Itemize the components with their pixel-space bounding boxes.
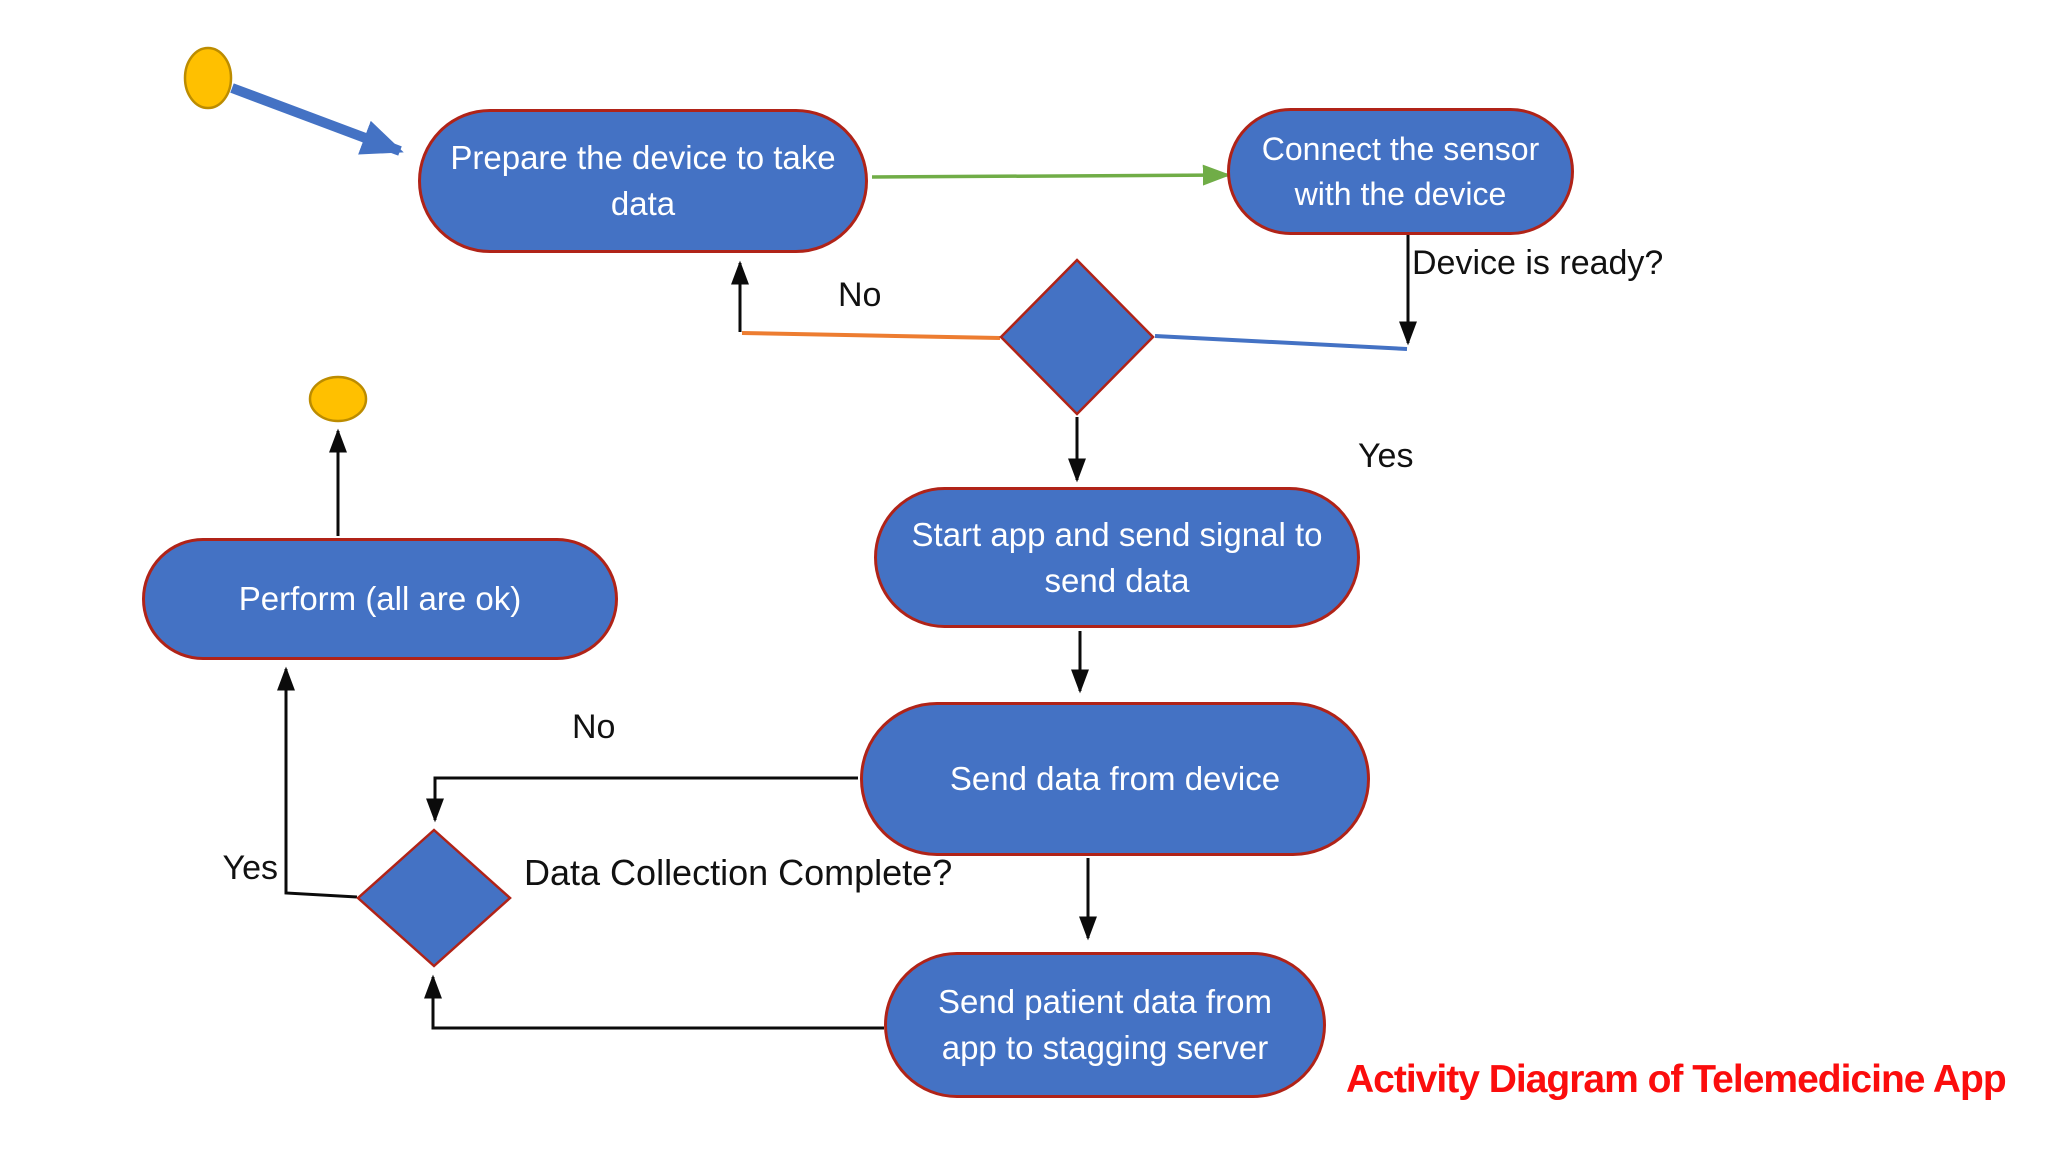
label-device-ready: Device is ready? xyxy=(1412,244,1664,282)
diagram-title: Activity Diagram of Telemedicine App xyxy=(1346,1058,2007,1101)
label-yes-left: Yes xyxy=(222,849,278,887)
end-node xyxy=(308,375,368,423)
arrow-yes-to-perform xyxy=(277,666,358,899)
node-start-app: Start app and send signal to send data xyxy=(874,487,1360,628)
label-no-bottom: No xyxy=(572,708,616,746)
decision-device-ready-diamond xyxy=(999,258,1155,416)
label-no-top: No xyxy=(838,276,882,314)
arrow-no-to-decision2 xyxy=(426,776,858,823)
arrow-send-patient-to-decision2 xyxy=(424,974,884,1030)
node-prepare-device: Prepare the device to take data xyxy=(418,109,868,253)
label-data-collection-complete: Data Collection Complete? xyxy=(524,852,953,893)
arrow-prepare-to-connect xyxy=(871,164,1231,186)
line-decision1-left-orange xyxy=(741,331,1001,340)
start-arrow xyxy=(230,83,404,156)
label-yes-top: Yes xyxy=(1358,437,1414,475)
node-perform: Perform (all are ok) xyxy=(142,538,618,660)
node-send-data: Send data from device xyxy=(860,702,1370,856)
start-node xyxy=(183,46,233,110)
line-decision1-right-blue xyxy=(1154,334,1408,351)
decision-data-collection-diamond xyxy=(356,828,512,968)
node-send-patient-data: Send patient data from app to stagging s… xyxy=(884,952,1326,1098)
node-connect-sensor: Connect the sensor with the device xyxy=(1227,108,1574,235)
